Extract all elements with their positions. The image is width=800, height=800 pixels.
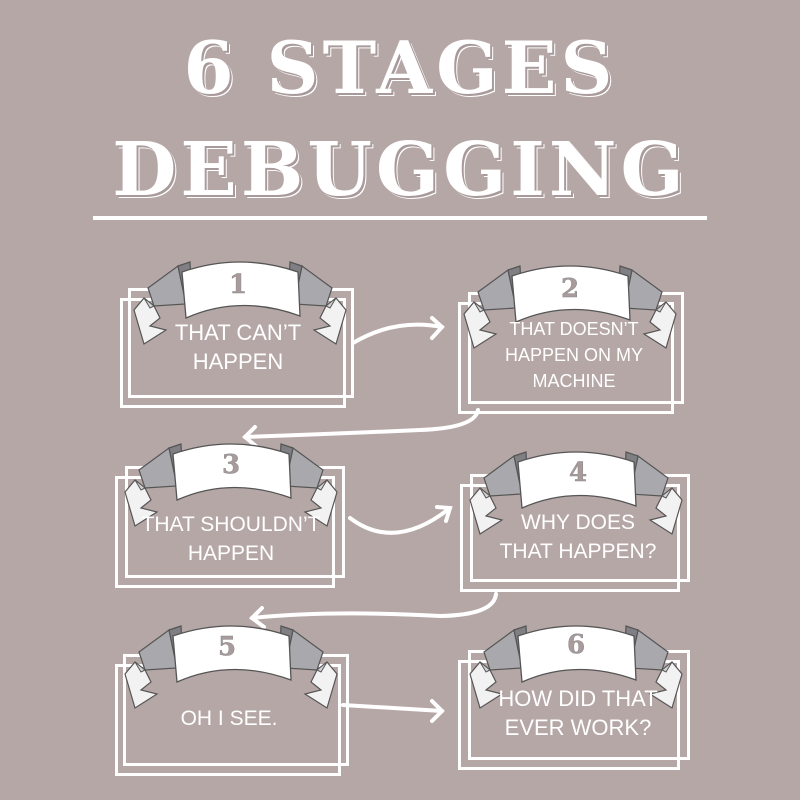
stage-text: MACHINE [532,371,616,391]
stage-text: HAPPEN [187,542,275,565]
stage-text: THAT SHOULDN’T [141,513,321,536]
stage-number: 6 [566,630,586,661]
stage-text: THAT DOESN’T [509,319,639,339]
stage-text: HAPPEN [192,349,284,374]
stage-number: 4 [568,458,588,489]
stage-text: EVER WORK? [504,715,652,740]
stage-6-card: 6 HOW DID THAT EVER WORK? [458,622,698,770]
stage-number: 5 [217,632,237,663]
stage-text: WHY DOES [521,511,635,534]
stage-text: OH I SEE. [180,707,278,730]
stage-4-card: 4 WHY DOES THAT HAPPEN? [458,448,698,592]
stage-3-card: 3 THAT SHOULDN’T HAPPEN [115,440,355,588]
stage-text: HOW DID THAT [498,686,658,711]
stage-text: THAT HAPPEN? [499,540,657,563]
title-divider [93,216,707,220]
stage-number: 1 [228,270,248,301]
stage-2-card: 2 THAT DOESN’T HAPPEN ON MY MACHINE [458,262,698,414]
title-line-2: DEBUGGING [112,127,688,213]
stage-number: 3 [221,450,241,481]
stage-text: HAPPEN ON MY [504,345,644,365]
title-line-1: 6 STAGES [183,25,617,110]
stage-number: 2 [560,274,580,305]
stage-text: THAT CAN’T [174,320,302,345]
stage-1-card: 1 THAT CAN’T HAPPEN [118,258,358,408]
stage-5-card: 5 OH I SEE. [113,622,353,776]
